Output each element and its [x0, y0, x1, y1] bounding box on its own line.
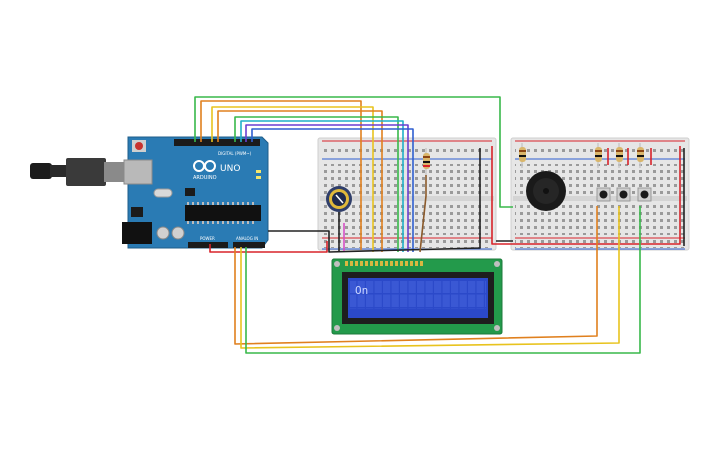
resistor-icon	[423, 148, 430, 175]
wire-red[interactable]	[209, 241, 328, 253]
lcd-16x2[interactable]: On	[331, 258, 503, 335]
potentiometer-icon[interactable]	[326, 186, 352, 212]
piezo-buzzer-icon[interactable]	[526, 171, 566, 211]
digital-pins-label: DIGITAL (PWM~)	[218, 151, 252, 156]
wire-yellow[interactable]	[240, 206, 620, 349]
arduino-model-label: UNO	[220, 164, 240, 174]
resistor-icon	[595, 143, 602, 168]
wire-orange[interactable]	[217, 110, 383, 252]
breadboard-1	[317, 137, 497, 251]
wire-cyan[interactable]	[240, 120, 404, 252]
wire-brown[interactable]	[419, 175, 427, 253]
arduino-logo-text: ARDUINO	[193, 175, 217, 181]
resistor-icon	[637, 143, 644, 168]
push-button-icon[interactable]	[616, 187, 631, 202]
wire-black[interactable]	[268, 148, 481, 253]
arduino-logo-icon	[193, 160, 216, 172]
wire-green[interactable]	[234, 116, 399, 252]
wire-yellow[interactable]	[211, 106, 374, 252]
push-button-icon[interactable]	[596, 187, 611, 202]
wire-blue[interactable]	[251, 128, 414, 252]
wire-green[interactable]	[245, 206, 641, 354]
analog-pins-label: ANALOG IN	[236, 236, 258, 241]
resistor-icon	[616, 143, 623, 168]
wire-purple[interactable]	[245, 124, 409, 252]
push-button-icon[interactable]	[637, 187, 652, 202]
wire-orange[interactable]	[234, 206, 598, 345]
usb-cable-icon	[30, 158, 126, 186]
power-pins-label: POWER	[200, 236, 215, 241]
resistor-icon	[519, 143, 526, 168]
wire-red[interactable]	[491, 146, 681, 245]
wire-orange[interactable]	[200, 100, 362, 250]
arduino-uno-board[interactable]: ARDUINO UNO DIGITAL (PWM~) POWER ANALOG …	[30, 136, 269, 249]
wire-green[interactable]	[194, 96, 513, 208]
lcd-display-text: On	[355, 284, 368, 297]
